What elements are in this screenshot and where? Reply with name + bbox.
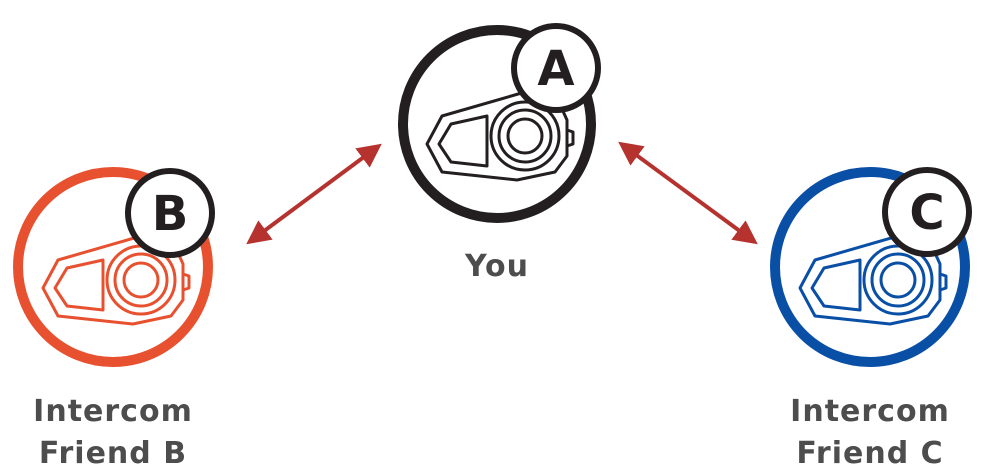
badge-c-letter: C: [909, 185, 944, 241]
badge-b-letter: B: [152, 186, 189, 242]
node-friend-c: C: [775, 170, 969, 362]
label-friend-c-line2: Friend C: [770, 433, 970, 475]
label-friend-c: Intercom Friend C: [770, 391, 970, 475]
badge-a-letter: A: [537, 41, 574, 97]
node-you: A: [403, 26, 598, 218]
label-friend-b-line2: Friend B: [13, 433, 213, 475]
label-friend-b-line1: Intercom: [13, 391, 213, 433]
label-you: You: [437, 246, 557, 288]
node-friend-b: B: [18, 171, 212, 362]
label-friend-c-line1: Intercom: [770, 391, 970, 433]
connection-arrow-you-friend-c: [624, 146, 752, 240]
label-friend-b: Intercom Friend B: [13, 391, 213, 475]
connection-arrow-you-friend-b: [252, 148, 376, 240]
label-you-text: You: [437, 246, 557, 288]
